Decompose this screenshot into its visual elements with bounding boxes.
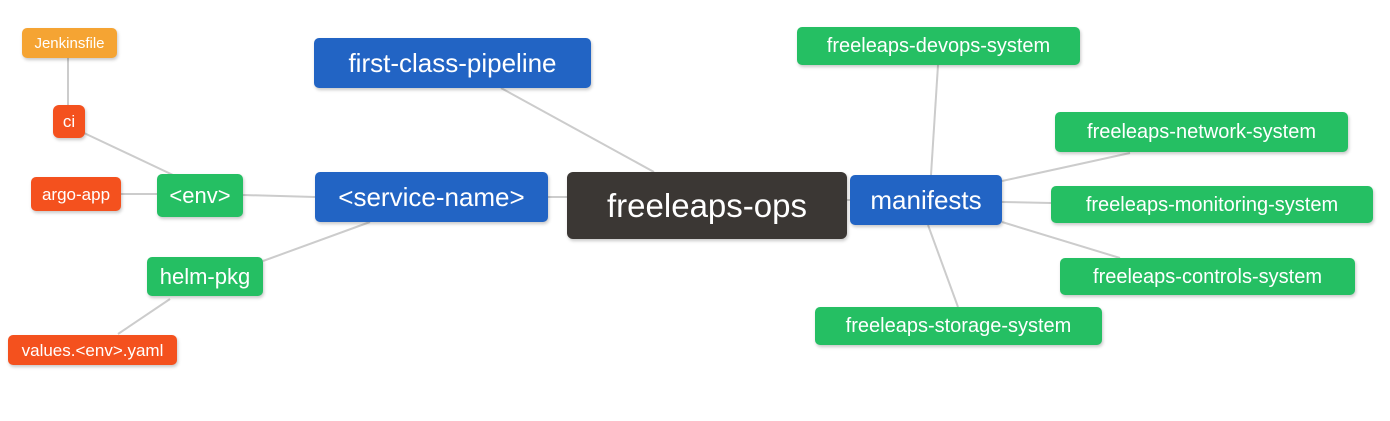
node-freeleaps-controls-system[interactable]: freeleaps-controls-system xyxy=(1060,258,1355,295)
node-first-class-pipeline[interactable]: first-class-pipeline xyxy=(314,38,591,88)
edge-manifests-storage xyxy=(927,224,959,308)
node-freeleaps-storage-system[interactable]: freeleaps-storage-system xyxy=(815,307,1102,345)
edge-values-helm-pkg xyxy=(117,298,171,335)
node-service-name[interactable]: <service-name> xyxy=(315,172,548,222)
edge-ci-env xyxy=(83,132,174,176)
edge-manifests-devops xyxy=(930,64,939,176)
node-argo-app[interactable]: argo-app xyxy=(31,177,121,211)
node-freeleaps-devops-system[interactable]: freeleaps-devops-system xyxy=(797,27,1080,65)
edge-pipeline-ops xyxy=(500,87,655,173)
node-freeleaps-network-system[interactable]: freeleaps-network-system xyxy=(1055,112,1348,152)
node-freeleaps-ops-root[interactable]: freeleaps-ops xyxy=(567,172,847,239)
node-ci[interactable]: ci xyxy=(53,105,85,138)
edge-manifests-monitoring xyxy=(1001,201,1052,204)
edge-manifests-network xyxy=(1001,152,1131,182)
edge-helm-pkg-service-name xyxy=(262,221,371,262)
node-jenkinsfile[interactable]: Jenkinsfile xyxy=(22,28,117,58)
node-manifests[interactable]: manifests xyxy=(850,175,1002,225)
edge-env-service-name xyxy=(242,194,316,198)
node-env[interactable]: <env> xyxy=(157,174,243,217)
node-freeleaps-monitoring-system[interactable]: freeleaps-monitoring-system xyxy=(1051,186,1373,223)
node-values-env-yaml[interactable]: values.<env>.yaml xyxy=(8,335,177,365)
edge-manifests-controls xyxy=(1001,221,1121,259)
node-helm-pkg[interactable]: helm-pkg xyxy=(147,257,263,296)
